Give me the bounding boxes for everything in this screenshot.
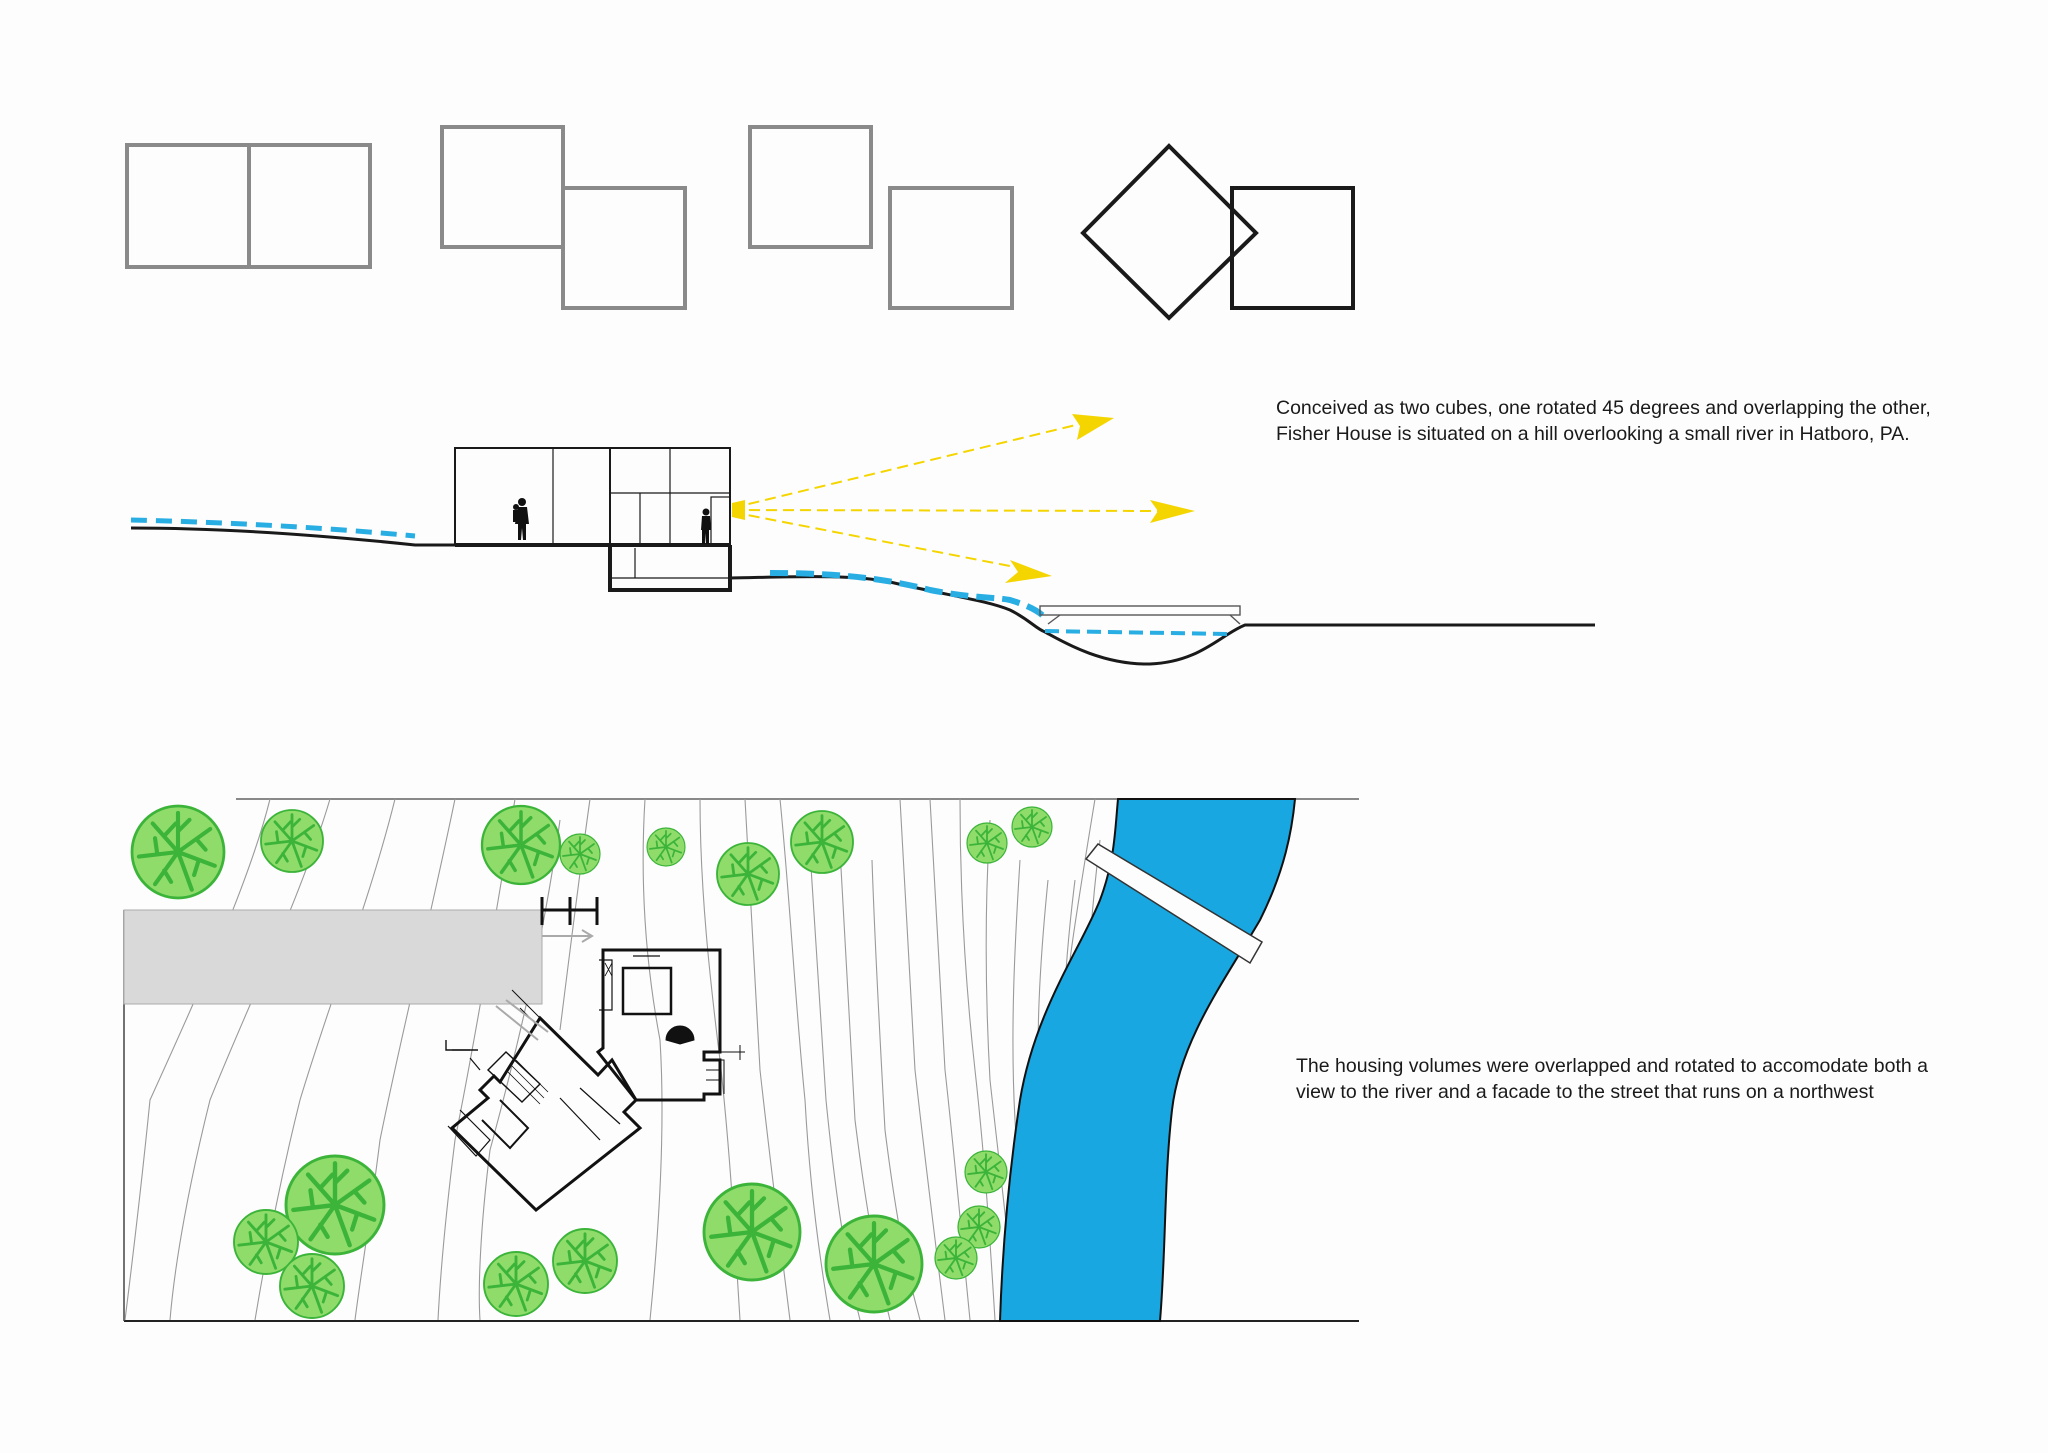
tree-canopy-icon [480, 804, 562, 886]
tree-canopy-icon [789, 809, 855, 875]
arrowhead-icon [1005, 414, 1195, 583]
site-plan [123, 798, 1359, 1322]
tree-canopy-icon [964, 1150, 1008, 1194]
ground-line-left [130, 526, 455, 547]
tree-canopy-icon [646, 827, 686, 867]
site-plan-caption: The housing volumes were overlapped and … [1296, 1053, 1928, 1105]
section-caption-line-1: Conceived as two cubes, one rotated 45 d… [1276, 397, 1931, 419]
footbridge-plan [1084, 843, 1264, 965]
street [123, 909, 543, 1005]
concept-step-4-rotated-overlap [1080, 143, 1355, 321]
tree-canopy-icon [132, 806, 224, 898]
tree-canopy-icon [715, 841, 781, 907]
tree-canopy-icon [1011, 806, 1053, 848]
view-arrows [731, 423, 1161, 569]
tree-canopy-icon [482, 1250, 550, 1318]
water-line-right [769, 570, 1048, 621]
view-origin-cone [732, 500, 745, 520]
tree-canopy-icon [934, 1236, 978, 1280]
house-section [454, 447, 732, 592]
concept-step-1-adjacent-squares [125, 143, 372, 269]
tree-canopy-icon [559, 833, 601, 875]
river-water-line [1044, 629, 1231, 636]
concept-step-2-offset-squares [440, 125, 687, 310]
person-silhouette-icon [701, 508, 711, 544]
site-plan-caption-line-1: The housing volumes were overlapped and … [1296, 1055, 1928, 1077]
section-caption: Conceived as two cubes, one rotated 45 d… [1276, 395, 1931, 447]
concept-step-3-separated-squares [748, 125, 1014, 310]
tree-canopy-icon [286, 1156, 384, 1254]
tree-canopy-icon [826, 1216, 922, 1312]
water-line-left [130, 517, 416, 539]
section-caption-line-2: Fisher House is situated on a hill overl… [1276, 423, 1910, 445]
tree-canopy-icon [551, 1227, 619, 1295]
trees [132, 804, 1053, 1320]
concept-diagrams [125, 125, 1355, 321]
site-plan-caption-line-2: view to the river and a facade to the st… [1296, 1081, 1874, 1103]
tree-canopy-icon [966, 822, 1008, 864]
tree-canopy-icon [278, 1252, 346, 1320]
tree-canopy-icon [259, 808, 325, 874]
ground-line-right [729, 575, 1595, 666]
house-floor-plan [445, 897, 745, 1212]
tree-canopy-icon [704, 1184, 800, 1280]
footbridge-section [1039, 605, 1241, 625]
person-silhouette-icon [513, 498, 529, 540]
site-section [130, 414, 1595, 666]
